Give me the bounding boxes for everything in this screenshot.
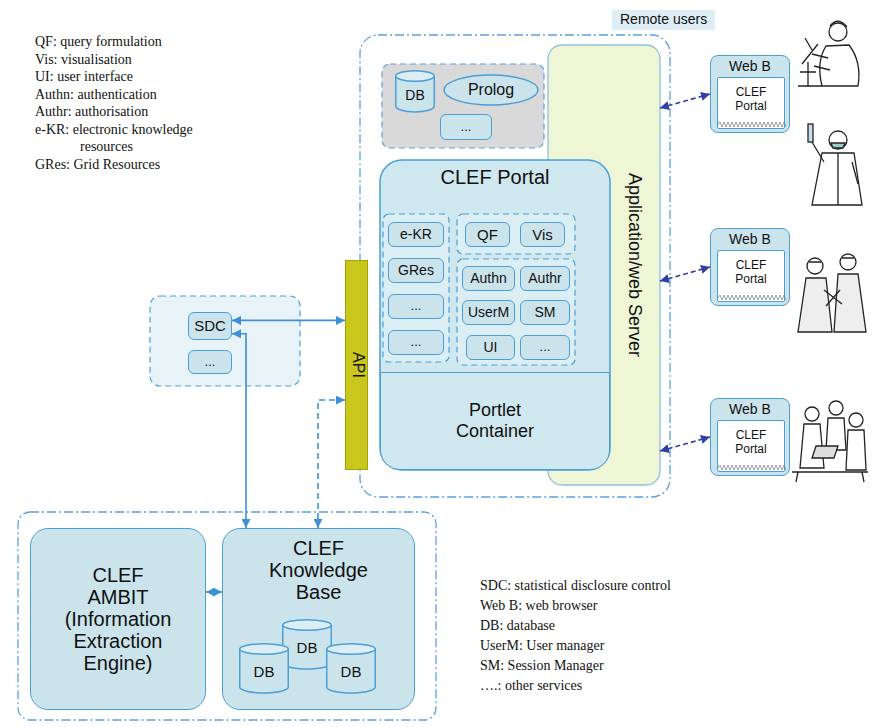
node-text: ... — [540, 340, 551, 355]
service-box: QF — [465, 222, 510, 247]
node-text: DB — [405, 79, 424, 103]
abbreviation-key: SM: Session Manager — [480, 657, 604, 675]
connector-arrow — [232, 334, 246, 528]
zigzag-outline — [718, 464, 784, 471]
web-browser: Web B CLEF Portal — [710, 228, 790, 306]
node-text: e-KR — [400, 226, 432, 242]
database-cylinder: DB — [282, 619, 332, 669]
abbreviation-key: DB: database — [480, 617, 555, 635]
zigzag-outline — [718, 294, 784, 301]
node-text: CLEF Portal — [727, 86, 775, 114]
node-text: CLEF Knowledge Base — [264, 537, 374, 603]
service-box: GRes — [388, 258, 444, 283]
database-cylinder: DB — [326, 643, 376, 693]
service-box: SDC — [188, 312, 232, 340]
node-text: QF — [477, 226, 498, 243]
node-text: DB — [254, 655, 275, 680]
service-box: SM — [520, 300, 570, 325]
service-group — [457, 259, 575, 365]
extraction-engine: CLEF AMBIT (Information Extraction Engin… — [30, 528, 206, 710]
node-text: API — [348, 352, 366, 378]
api-bar: API — [345, 260, 368, 470]
zigzag-outline — [718, 121, 784, 128]
abbreviation-key: UI: user interface — [35, 68, 133, 86]
node-text: Application/web Server — [625, 173, 646, 357]
node-text: DB — [341, 655, 362, 680]
connector-arrow — [660, 94, 710, 108]
node-text: Authn — [470, 270, 507, 286]
abbreviation-key: Vis: visualisation — [35, 51, 132, 69]
connector-arrow — [206, 591, 222, 593]
node-text: CLEF Portal — [727, 259, 775, 287]
node-text: UI — [484, 339, 498, 355]
node-text: CLEF Portal — [441, 166, 550, 189]
abbreviation-key: SDC: statistical disclosure control — [480, 577, 671, 595]
backend-region — [18, 512, 436, 720]
abbreviation-key: GRes: Grid Resources — [35, 156, 160, 174]
user-figure — [792, 401, 868, 482]
service-box: ... — [440, 114, 492, 140]
prolog-group — [382, 64, 544, 148]
service-box: Authn — [462, 266, 515, 291]
service-box: UserM — [462, 300, 515, 325]
abbreviation-key: e-KR: electronic knowledge resources — [35, 121, 240, 156]
service-box: UI — [466, 335, 515, 360]
web-browser: Web B CLEF Portal — [710, 398, 790, 476]
service-box: Authr — [520, 266, 570, 291]
node-text: Web B — [729, 58, 771, 74]
abbreviation-key: Authr: authorisation — [35, 103, 148, 121]
node-text: Prolog — [468, 81, 514, 99]
portlet-container: Portlet Container — [380, 372, 610, 470]
service-box: ... — [520, 335, 570, 360]
node-text: Vis — [532, 226, 553, 243]
node-text: CLEF Portal — [727, 429, 775, 457]
abbreviation-key: QF: query formulation — [35, 33, 162, 51]
node-text: SM — [535, 304, 556, 320]
connector-arrow — [660, 437, 710, 451]
node-text: ... — [411, 335, 422, 350]
node-text: GRes — [398, 262, 434, 278]
web-browser: Web B CLEF Portal — [710, 55, 790, 133]
portal-shape — [380, 160, 610, 470]
database-cylinder: DB — [395, 70, 435, 112]
service-box: ... — [388, 294, 444, 319]
knowledge-base: CLEF Knowledge BaseDB DB DB — [222, 528, 415, 710]
node-text: DB — [297, 631, 318, 656]
service-box: Vis — [520, 222, 565, 247]
database-cylinder: DB — [239, 643, 289, 693]
node-text: ... — [411, 299, 422, 314]
server-region — [360, 35, 670, 497]
portal-window: CLEF Portal — [717, 420, 785, 472]
node-text: ... — [461, 120, 472, 135]
abbreviation-key: Authn: authentication — [35, 86, 157, 104]
node-text: Authr — [528, 270, 561, 286]
node-text: Web B — [729, 401, 771, 417]
node-text: ... — [205, 355, 216, 370]
node-text: SDC — [194, 317, 226, 334]
user-figure — [808, 124, 862, 205]
abbreviation-key: UserM: User manager — [480, 637, 604, 655]
service-box: ... — [388, 330, 444, 355]
prolog-ellipse: Prolog — [443, 74, 539, 106]
node-text: Web B — [729, 231, 771, 247]
portal-window: CLEF Portal — [717, 250, 785, 302]
connector-arrow — [660, 267, 710, 281]
service-box: ... — [188, 350, 232, 374]
user-figure — [798, 254, 866, 332]
node-text: CLEF AMBIT (Information Extraction Engin… — [61, 564, 175, 674]
portal-window: CLEF Portal — [717, 77, 785, 129]
sdc-group — [150, 296, 300, 386]
connector-arrow — [232, 320, 345, 322]
abbreviation-key: Web B: web browser — [480, 597, 597, 615]
node-text: Portlet Container — [440, 400, 550, 441]
query-group — [457, 214, 575, 254]
portal-box: CLEF Portal e-KR GRes...... QF VisAuthn Authr… — [380, 160, 610, 470]
node-text: UserM — [468, 304, 509, 320]
resource-group — [383, 214, 449, 362]
service-box: e-KR — [388, 222, 444, 247]
group-label: Remote users — [612, 10, 715, 30]
abbreviation-key: ….: other services — [480, 677, 582, 695]
user-figure — [798, 21, 859, 86]
connector-arrow — [318, 400, 345, 528]
